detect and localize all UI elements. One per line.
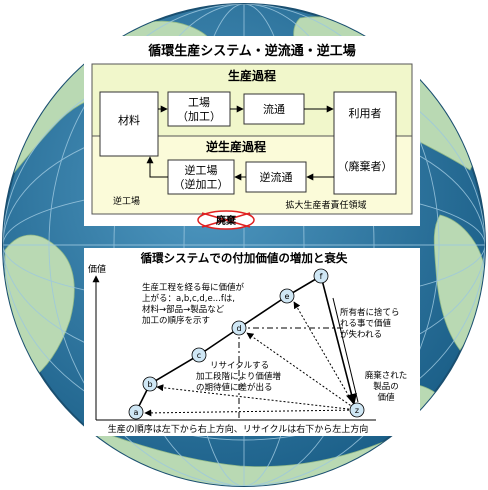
- epr-area-label: 拡大生産者責任領域: [285, 199, 366, 211]
- reverse-process-title: 逆生産過程: [206, 139, 266, 154]
- factory-label-line1: 工場: [188, 96, 210, 109]
- value-loss-line-2: [332, 297, 359, 403]
- reverse-factory-label-line1: 逆工場: [185, 163, 218, 177]
- reverse-distribution-label: 逆流通: [260, 170, 293, 184]
- bottom-caption: 生産の順序は左下から右上方向、リサイクルは右下から左上方向: [108, 423, 369, 435]
- node-d-label: d: [236, 324, 241, 333]
- node-e: e: [279, 288, 295, 304]
- annotation-process-line-3: 材料→部品→製品など: [142, 304, 225, 315]
- node-f-label: f: [320, 272, 323, 281]
- annotation-recycle-line-2: 加工段階により価値増: [196, 371, 281, 382]
- node-a: a: [128, 404, 144, 420]
- node-e-label: e: [285, 292, 290, 301]
- annotation-discard-line-3: 価値: [377, 392, 395, 403]
- recycle-line-to-a: [144, 409, 358, 417]
- disposal-mark: 廃棄: [197, 210, 255, 230]
- disposer-label: （廃棄者）: [338, 159, 393, 173]
- user-box: 利用者 （廃棄者）: [333, 91, 397, 195]
- value-loss-line: [320, 275, 357, 406]
- annotation-discard: 廃棄された 製品の 価値: [365, 370, 408, 403]
- factory-label-line2: （加工）: [177, 110, 221, 123]
- user-label: 利用者: [349, 107, 382, 120]
- node-f: f: [313, 268, 329, 284]
- disposal-label: 廃棄: [216, 214, 237, 227]
- node-c: c: [191, 347, 207, 363]
- annotation-discard-line-1: 廃棄された: [365, 370, 408, 381]
- factory-box: 工場 （加工）: [167, 91, 231, 127]
- arrow-reverse-factory-to-material: [146, 156, 168, 178]
- reverse-distribution-box: 逆流通: [245, 161, 307, 193]
- bottom-diagram: 循環システムでの付加価値の増加と衰失 価値 a b c d e f z: [84, 248, 420, 436]
- material-box: 材料: [99, 91, 159, 157]
- reverse-factory-label-line2: （逆加工）: [174, 177, 229, 191]
- node-a-label: a: [134, 408, 139, 417]
- annotation-recycle-line-3: の期待値に差が出る: [196, 382, 273, 393]
- distribution-box: 流通: [243, 93, 305, 125]
- top-diagram: 循環生産システム・逆流通・逆工場 生産過程 逆生産過程 材料 工場 （加工） 流…: [84, 36, 420, 230]
- node-b: b: [142, 376, 158, 392]
- annotation-process-line-1: 生産工程を経る毎に価値が: [142, 282, 245, 293]
- node-c-label: c: [197, 351, 201, 360]
- annotation-loss-line-2: れる事で価値: [340, 318, 392, 329]
- annotation-process: 生産工程を経る毎に価値が 上がる：a,b,c,d,e...fは, 材料→部品→製…: [142, 282, 245, 326]
- top-diagram-title: 循環生産システム・逆流通・逆工場: [148, 43, 356, 59]
- annotation-process-line-4: 加工の順序を示す: [142, 315, 210, 326]
- distribution-label: 流通: [263, 102, 285, 116]
- reverse-factory-area-label: 逆工場: [113, 195, 140, 207]
- bottom-diagram-title: 循環システムでの付加価値の増加と衰失: [140, 251, 348, 265]
- node-z-label: z: [355, 406, 359, 415]
- annotation-process-line-2: 上がる：a,b,c,d,e...fは,: [142, 293, 235, 304]
- node-b-label: b: [147, 380, 152, 389]
- annotation-loss-line-3: が失われる: [340, 329, 382, 340]
- annotation-recycle-line-1: リサイクルする: [210, 361, 269, 371]
- node-d: d: [231, 320, 247, 336]
- y-axis-label: 価値: [88, 263, 106, 275]
- recycle-line-to-b: [156, 384, 358, 411]
- annotation-discard-line-2: 製品の: [373, 381, 399, 392]
- reverse-factory-box: 逆工場 （逆加工）: [167, 159, 235, 195]
- annotation-recycle: リサイクルする 加工段階により価値増 の期待値に差が出る: [196, 361, 281, 393]
- node-z: z: [349, 402, 365, 418]
- forward-process-title: 生産過程: [228, 68, 276, 83]
- recycle-line-to-e: [293, 301, 358, 411]
- annotation-loss: 所有者に捨てら れる事で価値 が失われる: [340, 307, 400, 340]
- annotation-loss-line-1: 所有者に捨てら: [340, 307, 400, 318]
- material-label: 材料: [118, 113, 140, 127]
